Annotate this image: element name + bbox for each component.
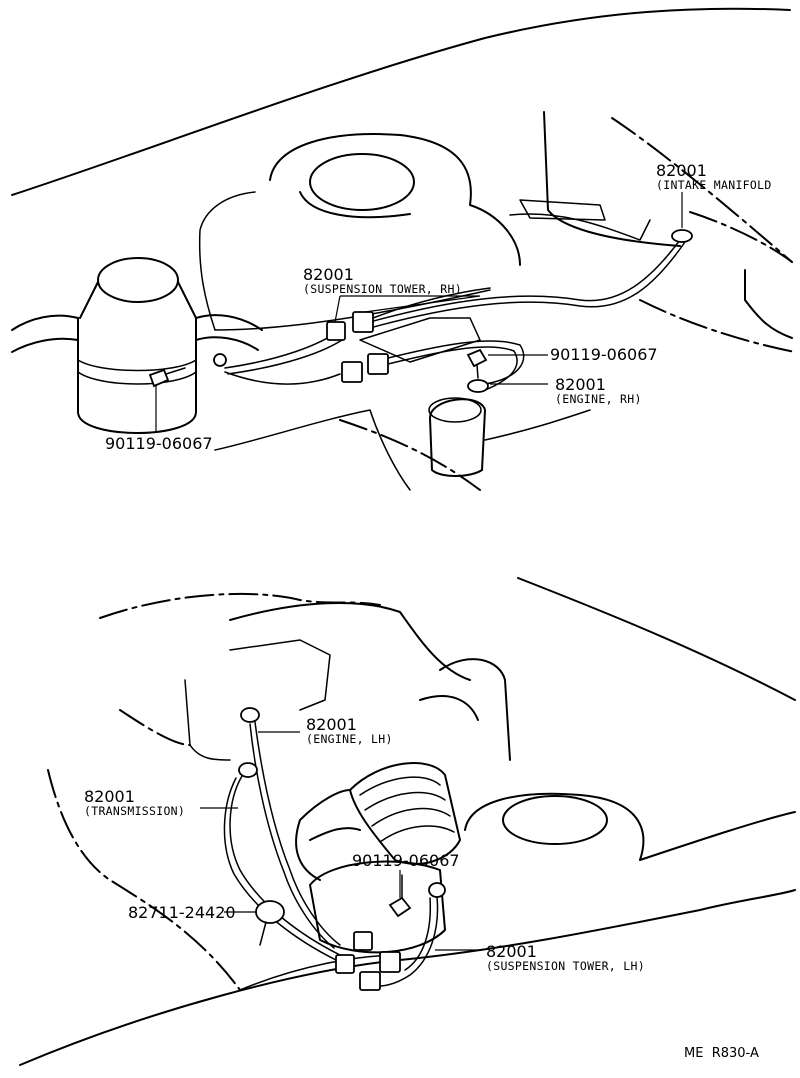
air-duct bbox=[349, 762, 461, 865]
part-number: 82711-24420 bbox=[128, 903, 236, 922]
oil-filter bbox=[429, 398, 486, 477]
part-description: (TRANSMISSION) bbox=[84, 804, 185, 818]
leader-suspension-tower-rh bbox=[334, 295, 481, 323]
part-number: 82001 bbox=[656, 161, 707, 180]
bolt-icon bbox=[388, 874, 412, 918]
duct-ribs bbox=[359, 776, 455, 843]
bay-right-edge bbox=[744, 269, 793, 339]
engine-outline-left bbox=[198, 191, 256, 331]
ground-terminal-left-icon bbox=[213, 353, 227, 367]
strut-tower-lh bbox=[464, 792, 645, 861]
diagram-reference-code: ME R830-A bbox=[684, 1046, 759, 1061]
rear-dashed-line bbox=[639, 299, 796, 353]
reservoir-neck bbox=[79, 281, 197, 319]
reservoir-band bbox=[77, 359, 197, 385]
block-dashed-lower bbox=[47, 769, 241, 991]
reservoir-cap bbox=[97, 257, 179, 303]
ground-strap-transmission bbox=[223, 762, 341, 961]
ground-strap-suspension-lh bbox=[335, 882, 446, 991]
part-number: 82001 bbox=[84, 787, 135, 806]
bracket-top bbox=[359, 317, 481, 363]
top-illustration bbox=[11, 7, 796, 491]
engine-block-left bbox=[184, 679, 231, 761]
fender-dashed-line bbox=[611, 117, 793, 263]
fender-lower bbox=[639, 811, 796, 861]
bottom-labels: 82001 (ENGINE, LH) 82001 (TRANSMISSION) … bbox=[84, 715, 645, 973]
radiator-hose-left bbox=[11, 314, 79, 353]
part-number: 90119-06067 bbox=[352, 851, 460, 870]
callout-clamp[interactable]: 82711-24420 bbox=[128, 903, 236, 922]
part-number: 82001 bbox=[303, 265, 354, 284]
part-number: 82001 bbox=[486, 942, 537, 961]
callout-transmission[interactable]: 82001 (TRANSMISSION) bbox=[84, 787, 185, 818]
part-description: (ENGINE, RH) bbox=[555, 392, 642, 406]
engine-bay-edge bbox=[543, 111, 681, 247]
hood-edge-bottom bbox=[517, 577, 796, 701]
callout-suspension-tower-rh[interactable]: 82001 (SUSPENSION TOWER, RH) bbox=[303, 265, 462, 296]
callout-suspension-tower-lh[interactable]: 82001 (SUSPENSION TOWER, LH) bbox=[486, 942, 645, 973]
part-description: (SUSPENSION TOWER, RH) bbox=[303, 282, 462, 296]
callout-bolt-top-left[interactable]: 90119-06067 bbox=[105, 434, 213, 453]
body-bottom-edge bbox=[19, 889, 796, 1066]
part-number: 90119-06067 bbox=[105, 434, 213, 453]
block-dashed-left bbox=[119, 709, 191, 746]
manifold-detail bbox=[519, 199, 606, 221]
part-description: (INTAKE MANIFOLD bbox=[656, 178, 772, 192]
part-number: 90119-06067 bbox=[550, 345, 658, 364]
ground-strap-intake bbox=[369, 229, 693, 329]
part-description: (ENGINE, LH) bbox=[306, 732, 393, 746]
bolt-icon bbox=[466, 348, 488, 379]
reservoir-body bbox=[77, 317, 197, 434]
exhaust-pipe bbox=[419, 658, 511, 761]
cowl-dashed bbox=[99, 592, 381, 619]
radiator-hose-right bbox=[195, 314, 263, 351]
strut-tower-lh-top bbox=[502, 795, 608, 845]
bottom-illustration bbox=[19, 577, 796, 1066]
part-number: 82001 bbox=[555, 375, 606, 394]
ground-strap-suspension-rh bbox=[224, 287, 491, 375]
engine-top-outline bbox=[229, 601, 471, 681]
part-number: 82001 bbox=[306, 715, 357, 734]
block-dashed bbox=[339, 419, 481, 491]
body-dashed-line bbox=[689, 211, 793, 263]
battery-tray bbox=[309, 860, 446, 954]
duct-pipe bbox=[295, 789, 361, 881]
oil-filter-top bbox=[428, 397, 482, 423]
strut-tower-top bbox=[309, 153, 415, 211]
ground-strap-engine-rh bbox=[224, 340, 525, 393]
hood-edge-line bbox=[11, 7, 791, 196]
head-cover bbox=[229, 639, 331, 711]
strut-tower-rim bbox=[299, 191, 411, 219]
engine-outline-mid bbox=[214, 289, 491, 331]
clamp-icon bbox=[255, 900, 285, 946]
bolt-icon bbox=[148, 367, 186, 388]
callout-bolt-top-right[interactable]: 90119-06067 bbox=[550, 345, 658, 364]
block-lower bbox=[214, 409, 591, 491]
ground-strap-engine-lh bbox=[240, 707, 341, 949]
callout-bolt-bottom[interactable]: 90119-06067 bbox=[352, 851, 460, 870]
callout-engine-rh[interactable]: 82001 (ENGINE, RH) bbox=[555, 375, 642, 406]
top-labels: 82001 (INTAKE MANIFOLD 82001 (SUSPENSION… bbox=[105, 161, 772, 453]
callout-intake-manifold[interactable]: 82001 (INTAKE MANIFOLD bbox=[656, 161, 772, 192]
strut-tower-body bbox=[269, 133, 521, 266]
part-description: (SUSPENSION TOWER, LH) bbox=[486, 959, 645, 973]
callout-engine-lh[interactable]: 82001 (ENGINE, LH) bbox=[306, 715, 393, 746]
